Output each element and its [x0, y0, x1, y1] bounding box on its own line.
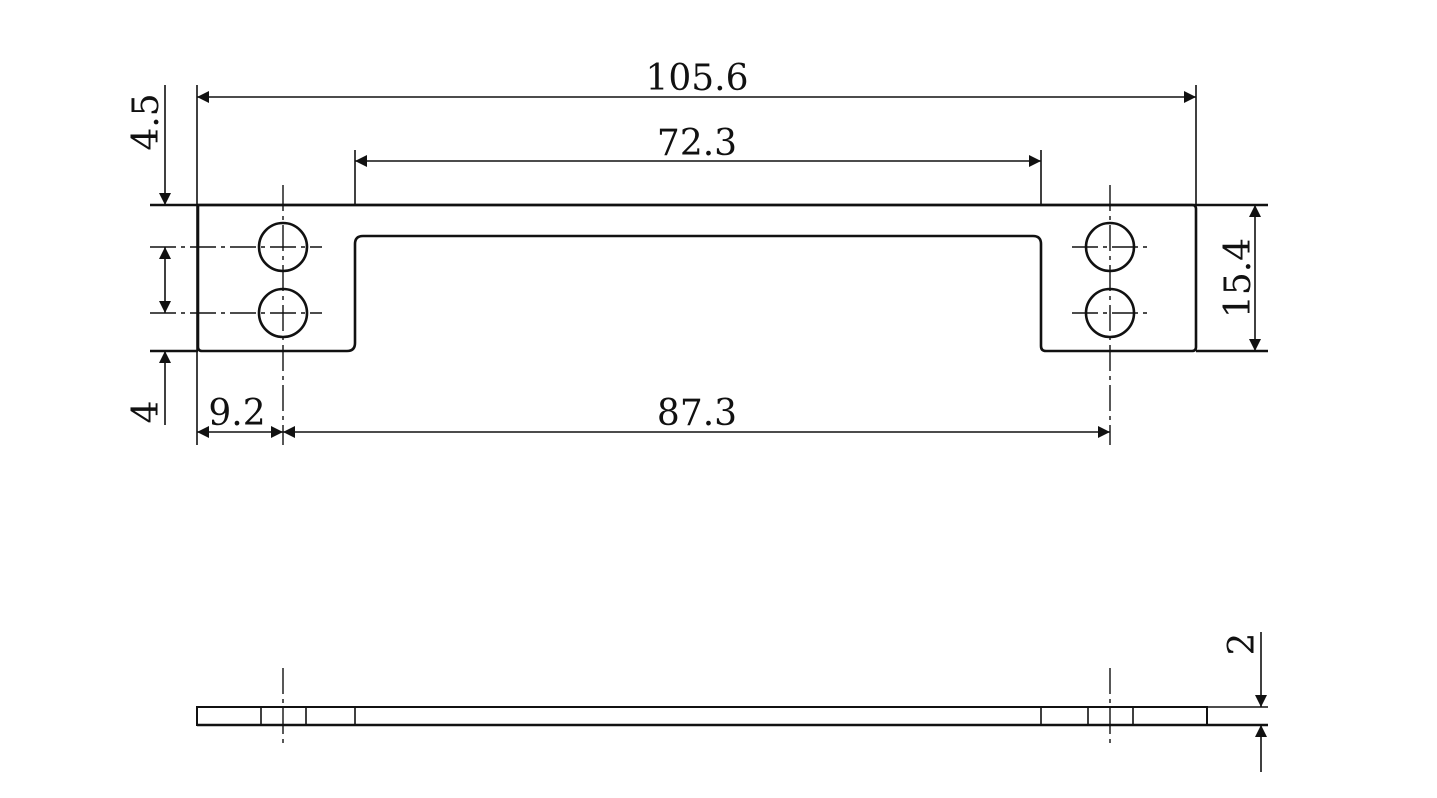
- dim-top-offset-label: 4.5: [126, 93, 167, 150]
- dim-edge-to-hole-label: 9.2: [208, 393, 265, 434]
- dim-inner-slot-label: 72.3: [657, 123, 737, 164]
- plate-outline: [196, 203, 1198, 353]
- dim-width: 15.4: [1218, 205, 1261, 351]
- dim-inner-slot: 72.3: [355, 123, 1041, 167]
- dim-overall-length-label: 105.6: [645, 58, 748, 99]
- dim-bottom-offset-label: 4: [126, 401, 167, 424]
- dim-thickness-label: 2: [1222, 633, 1263, 656]
- dim-overall-length: 105.6: [197, 58, 1196, 103]
- plate-side-view: [196, 668, 1268, 748]
- dim-bottom-offset: 4: [126, 351, 171, 425]
- dim-hole-spacing-label: 87.3: [657, 393, 737, 434]
- dim-thickness: 2: [1222, 632, 1267, 772]
- dim-edge-to-hole: 9.2: [197, 393, 283, 438]
- dim-hole-spacing: 87.3: [283, 393, 1110, 438]
- dim-width-label: 15.4: [1218, 238, 1259, 318]
- side-profile: [196, 706, 1208, 726]
- dim-top-offset: 4.5: [126, 85, 171, 205]
- plate-top-view: [150, 185, 1268, 445]
